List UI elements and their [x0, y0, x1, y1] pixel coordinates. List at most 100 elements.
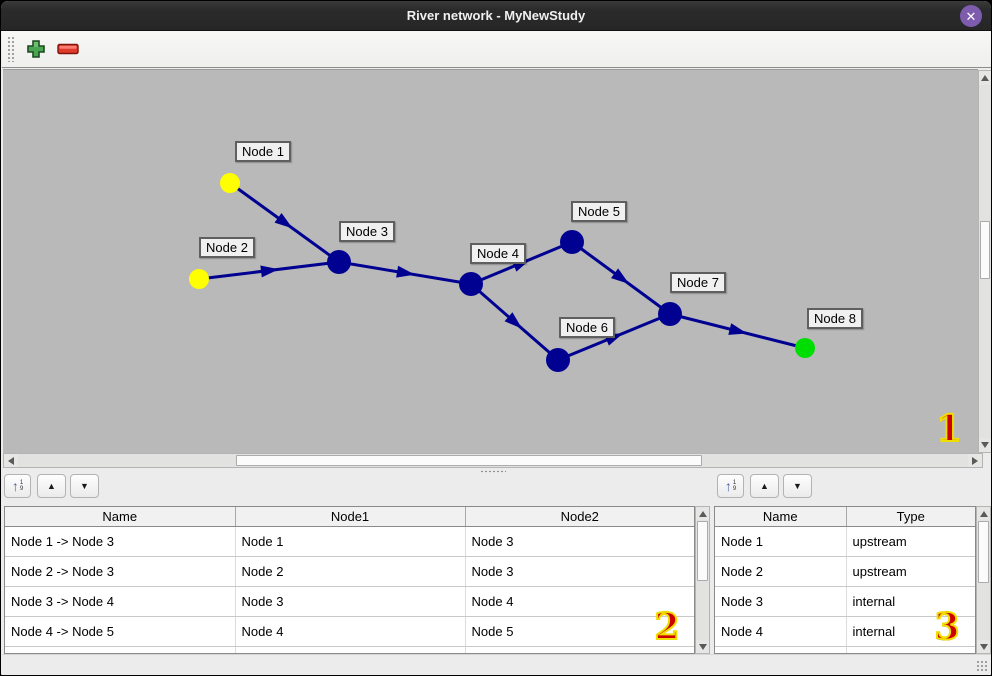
scrollbar-thumb[interactable]: [978, 521, 989, 583]
cell: Node 3: [235, 586, 466, 617]
links-table-scrollbar[interactable]: [695, 506, 710, 654]
window-title: River network - MyNewStudy: [406, 8, 586, 23]
edge-arrow-icon: [504, 312, 523, 329]
links-col-node1[interactable]: Node1: [235, 507, 466, 527]
edge-arrow-icon: [274, 212, 293, 229]
toolbar-drag-handle[interactable]: [7, 36, 15, 62]
nodes-table: Name Type Node 1 upstream Node 2 upstrea…: [714, 506, 976, 654]
table-row[interactable]: Node 4 -> Node 5 Node 4 Node 5: [5, 616, 694, 647]
cell: Node 2: [715, 556, 847, 587]
edge-arrow-icon: [260, 265, 279, 278]
links-col-name[interactable]: Name: [5, 507, 236, 527]
arrow-up-icon: [979, 510, 988, 517]
nodes-move-up-button[interactable]: ▲: [750, 474, 779, 498]
scrollbar-thumb[interactable]: [236, 455, 702, 466]
move-down-icon: ▼: [793, 481, 802, 491]
titlebar[interactable]: River network - MyNewStudy ✕: [1, 1, 991, 31]
cell: internal: [846, 586, 975, 617]
edge-arrow-icon: [611, 268, 630, 284]
remove-icon: [57, 43, 79, 55]
cell: Node 3: [465, 556, 694, 587]
network-node[interactable]: [189, 269, 209, 289]
table-row[interactable]: Node 4 internal: [715, 616, 975, 647]
scroll-up-button[interactable]: [977, 507, 990, 520]
cell: Node 4: [715, 616, 847, 647]
node-label[interactable]: Node 7: [670, 272, 726, 293]
table-row[interactable]: [715, 646, 975, 653]
cell: Node 4 -> Node 5: [5, 616, 236, 647]
scrollbar-thumb[interactable]: [980, 221, 990, 279]
scroll-down-button[interactable]: [977, 640, 990, 653]
nodes-table-scrollbar[interactable]: [976, 506, 991, 654]
cell: upstream: [846, 526, 975, 557]
scroll-up-button[interactable]: [696, 507, 709, 520]
arrow-down-icon: [698, 643, 707, 650]
move-up-icon: ▲: [47, 481, 56, 491]
links-col-node2[interactable]: Node2: [465, 507, 694, 527]
splitter-handle-icon: [480, 470, 506, 473]
network-node[interactable]: [795, 338, 815, 358]
move-down-icon: ▼: [80, 481, 89, 491]
scroll-up-button[interactable]: [979, 71, 991, 85]
table-row[interactable]: Node 2 -> Node 3 Node 2 Node 3: [5, 556, 694, 587]
cell: Node 1: [715, 526, 847, 557]
cell: Node 3: [715, 586, 847, 617]
move-up-icon: ▲: [760, 481, 769, 491]
remove-button[interactable]: [55, 36, 81, 62]
scroll-right-button[interactable]: [968, 454, 982, 467]
node-label[interactable]: Node 8: [807, 308, 863, 329]
table-row[interactable]: Node 3 -> Node 4 Node 3 Node 4: [5, 586, 694, 617]
network-node[interactable]: [658, 302, 682, 326]
arrow-up-icon: [981, 75, 989, 81]
edge-arrow-icon: [728, 323, 748, 335]
cell: Node 4: [235, 616, 466, 647]
scroll-down-button[interactable]: [696, 640, 709, 653]
cell: internal: [846, 616, 975, 647]
node-label[interactable]: Node 1: [235, 141, 291, 162]
network-canvas[interactable]: Node 1 Node 2 Node 3 Node 4 Node 5 Node 6 Node…: [3, 69, 978, 453]
network-node[interactable]: [459, 272, 483, 296]
canvas-horizontal-scrollbar[interactable]: [3, 453, 983, 468]
canvas-vertical-scrollbar[interactable]: [978, 70, 991, 453]
cell: Node 2 -> Node 3: [5, 556, 236, 587]
node-label[interactable]: Node 3: [339, 221, 395, 242]
table-row[interactable]: Node 3 internal: [715, 586, 975, 617]
node-label[interactable]: Node 6: [559, 317, 615, 338]
nodes-col-name[interactable]: Name: [715, 507, 847, 527]
network-node[interactable]: [546, 348, 570, 372]
node-label[interactable]: Node 4: [470, 243, 526, 264]
links-move-up-button[interactable]: ▲: [37, 474, 66, 498]
table-row[interactable]: Node 2 upstream: [715, 556, 975, 587]
scroll-left-button[interactable]: [4, 454, 18, 467]
table-row[interactable]: Node 1 -> Node 3 Node 1 Node 3: [5, 526, 694, 557]
arrow-down-icon: [981, 442, 989, 448]
arrow-right-icon: [972, 456, 978, 465]
nodes-move-down-button[interactable]: ▼: [783, 474, 812, 498]
links-move-down-button[interactable]: ▼: [70, 474, 99, 498]
cell: Node 3 -> Node 4: [5, 586, 236, 617]
arrow-left-icon: [8, 456, 14, 465]
node-label[interactable]: Node 5: [571, 201, 627, 222]
arrow-up-icon: [698, 510, 707, 517]
add-button[interactable]: [23, 36, 49, 62]
pane-splitter[interactable]: [2, 468, 991, 474]
table-row[interactable]: [5, 646, 694, 653]
network-node[interactable]: [327, 250, 351, 274]
network-node[interactable]: [560, 230, 584, 254]
close-button[interactable]: ✕: [960, 5, 982, 27]
cell: Node 2: [235, 556, 466, 587]
network-node[interactable]: [220, 173, 240, 193]
node-label[interactable]: Node 2: [199, 237, 255, 258]
scrollbar-thumb[interactable]: [697, 521, 708, 581]
edge-arrow-icon: [396, 265, 415, 278]
nodes-col-type[interactable]: Type: [846, 507, 975, 527]
resize-grip-icon[interactable]: [976, 660, 989, 673]
cell: Node 1: [235, 526, 466, 557]
scroll-down-button[interactable]: [979, 438, 991, 452]
cell: Node 5: [465, 616, 694, 647]
table-row[interactable]: Node 1 upstream: [715, 526, 975, 557]
